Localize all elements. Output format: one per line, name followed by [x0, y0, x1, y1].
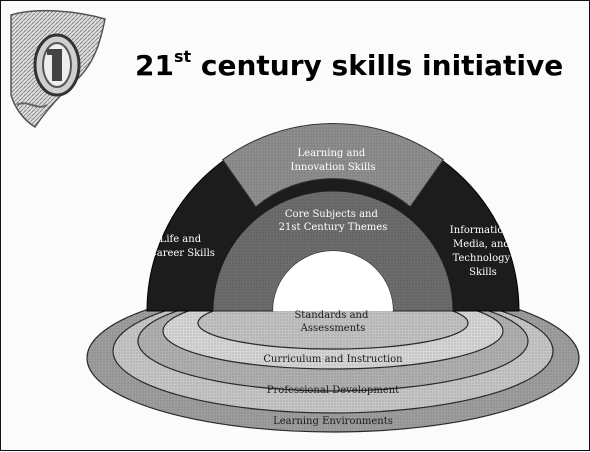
label-life-career: Life and Career Skills — [149, 234, 215, 259]
logo-emblem-icon — [7, 9, 111, 135]
label-professional-development: Professional Development — [267, 385, 399, 396]
arch-inner-opening — [273, 251, 393, 311]
label-core-subjects: Core Subjects and 21st Century Themes — [279, 209, 388, 233]
slide-title: 21st century skills initiative — [135, 47, 564, 82]
label-info-media-tech: Information, Media, and Technology Skill… — [450, 225, 516, 278]
label-curriculum-instruction: Curriculum and Instruction — [263, 354, 403, 365]
label-standards-assessments: Standards and Assessments — [294, 310, 371, 334]
label-learning-innovation: Learning and Innovation Skills — [291, 148, 376, 173]
arch-learning-innovation-texture — [222, 123, 444, 207]
label-learning-environments: Learning Environments — [273, 416, 393, 427]
